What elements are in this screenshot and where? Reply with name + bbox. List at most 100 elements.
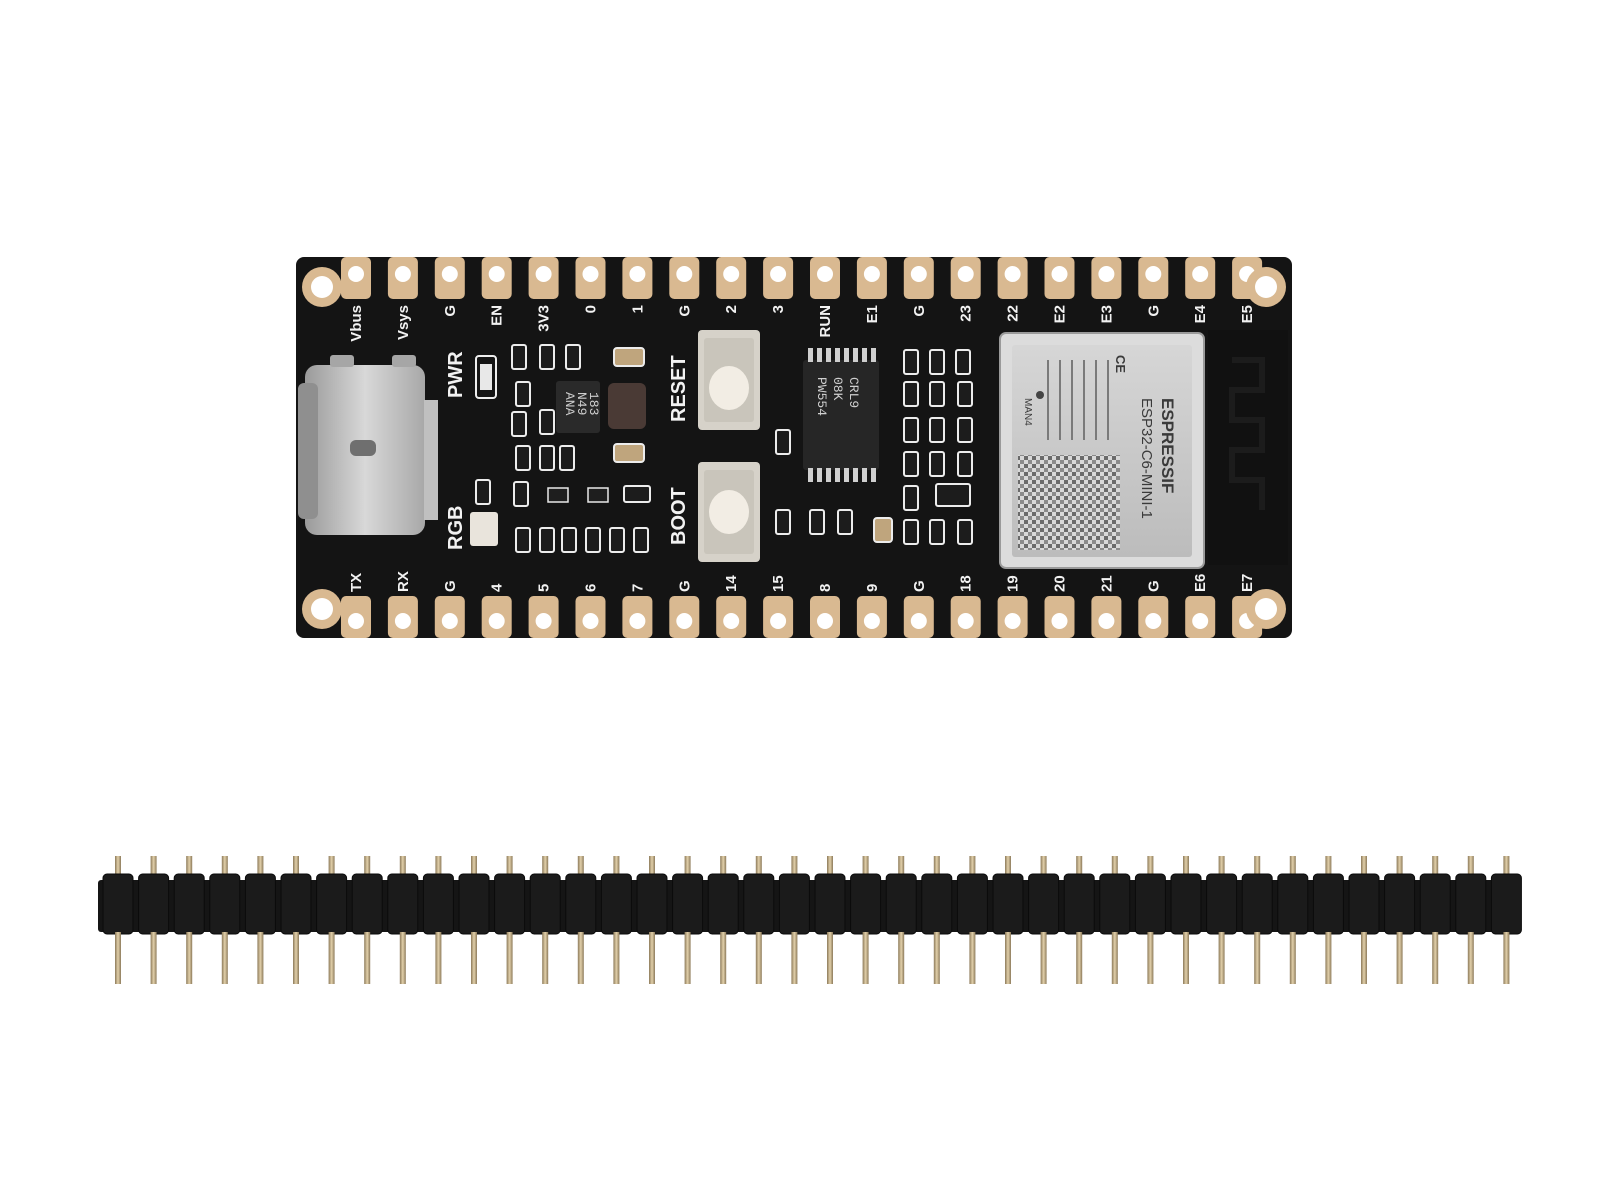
top-pin-label: E4 (1192, 304, 1209, 323)
bottom-pad-hole (394, 613, 411, 629)
smd-part (929, 349, 945, 375)
header-pin-bottom (364, 932, 371, 984)
top-pin-label: 23 (958, 305, 975, 322)
top-pin-label: 2 (723, 305, 740, 313)
smd-part (957, 451, 973, 477)
header-pin-top (969, 856, 976, 886)
header-pin-top (150, 856, 157, 886)
rgb-led (470, 512, 498, 546)
header-block (921, 873, 953, 935)
ic-leg (808, 348, 813, 362)
top-pad-hole (1051, 266, 1068, 282)
mounting-hole (1255, 276, 1277, 298)
ce-mark: CE (1113, 355, 1128, 373)
smd-part (929, 519, 945, 545)
header-block (1384, 873, 1416, 935)
ic-leg (871, 348, 876, 362)
header-pin-top (293, 856, 299, 886)
header-pin-bottom (1218, 932, 1225, 984)
smd-part (957, 417, 973, 443)
header-block (1277, 873, 1309, 935)
bottom-pad-hole (535, 613, 552, 629)
bottom-pin-label: G (676, 580, 693, 592)
smd-part (565, 344, 581, 370)
antenna-trace (1229, 357, 1265, 510)
bottom-pad-hole (1004, 613, 1021, 629)
tantalum-capacitor (613, 347, 645, 367)
bottom-pin-label: 14 (723, 575, 740, 592)
bottom-pad-hole (770, 613, 787, 629)
tantalum-capacitor (613, 443, 645, 463)
module-pin1-dot (1036, 391, 1044, 399)
header-pin-bottom (293, 932, 299, 984)
header-pin-top (186, 856, 193, 886)
header-block (992, 873, 1024, 935)
header-pin-bottom (827, 932, 833, 984)
ic-leg (817, 468, 822, 482)
smd-part (539, 445, 555, 471)
header-block (850, 873, 882, 935)
header-pin-top (115, 856, 121, 886)
bottom-pin-label: G (911, 580, 928, 592)
top-pin-label: Vsys (395, 305, 412, 340)
header-pin-bottom (1289, 932, 1296, 984)
bottom-pad-hole (1051, 613, 1068, 629)
smd-part (903, 417, 919, 443)
header-pin-top (720, 856, 727, 886)
header-block (244, 873, 276, 935)
header-pin-top (1147, 856, 1154, 886)
header-block (1170, 873, 1202, 935)
header-pin-bottom (862, 932, 869, 984)
smd-part (775, 429, 791, 455)
smd-part (475, 479, 491, 505)
header-block (814, 873, 846, 935)
header-block (1134, 873, 1166, 935)
smd-part (903, 349, 919, 375)
header-block (1348, 873, 1380, 935)
smd-part (929, 451, 945, 477)
header-pin-top (649, 856, 655, 886)
top-pad-hole (348, 266, 364, 282)
reset-button[interactable] (698, 330, 760, 430)
top-pad-hole (723, 266, 740, 282)
header-pin-top (471, 856, 477, 886)
bottom-pad-hole (910, 613, 927, 629)
boot-button[interactable] (698, 462, 760, 562)
ic-leg (808, 468, 813, 482)
header-block (1241, 873, 1273, 935)
ic-leg (817, 348, 822, 362)
header-block (102, 873, 134, 935)
top-pad-hole (488, 266, 505, 282)
ic-leg (826, 468, 831, 482)
ic-leg (844, 348, 849, 362)
smd-part (957, 519, 973, 545)
diode (547, 487, 569, 503)
top-pad-hole (863, 266, 880, 282)
top-pad-hole (535, 266, 552, 282)
header-pin-bottom (471, 932, 477, 984)
header-pin-bottom (1503, 932, 1510, 984)
smd-part (809, 509, 825, 535)
smd-part (559, 445, 575, 471)
header-pin-bottom (506, 932, 513, 984)
bottom-pad-hole (488, 613, 505, 629)
smd-part (513, 481, 529, 507)
header-block (173, 873, 205, 935)
header-pin-bottom (1111, 932, 1118, 984)
usb-c-connector (298, 355, 438, 535)
header-pin-top (1361, 856, 1367, 886)
top-pad-hole (582, 266, 599, 282)
header-pin-bottom (613, 932, 620, 984)
top-pin-label: E5 (1239, 305, 1256, 323)
diode (587, 487, 609, 503)
header-pin-top (1076, 856, 1083, 886)
module-cert-lines (1047, 360, 1109, 440)
bottom-pin-label: 18 (958, 575, 975, 592)
header-pin-bottom (1040, 932, 1047, 984)
mounting-hole (1255, 598, 1277, 620)
bottom-pad-hole (1192, 613, 1209, 629)
smd-part (539, 527, 555, 553)
header-block (743, 873, 775, 935)
header-block (458, 873, 490, 935)
